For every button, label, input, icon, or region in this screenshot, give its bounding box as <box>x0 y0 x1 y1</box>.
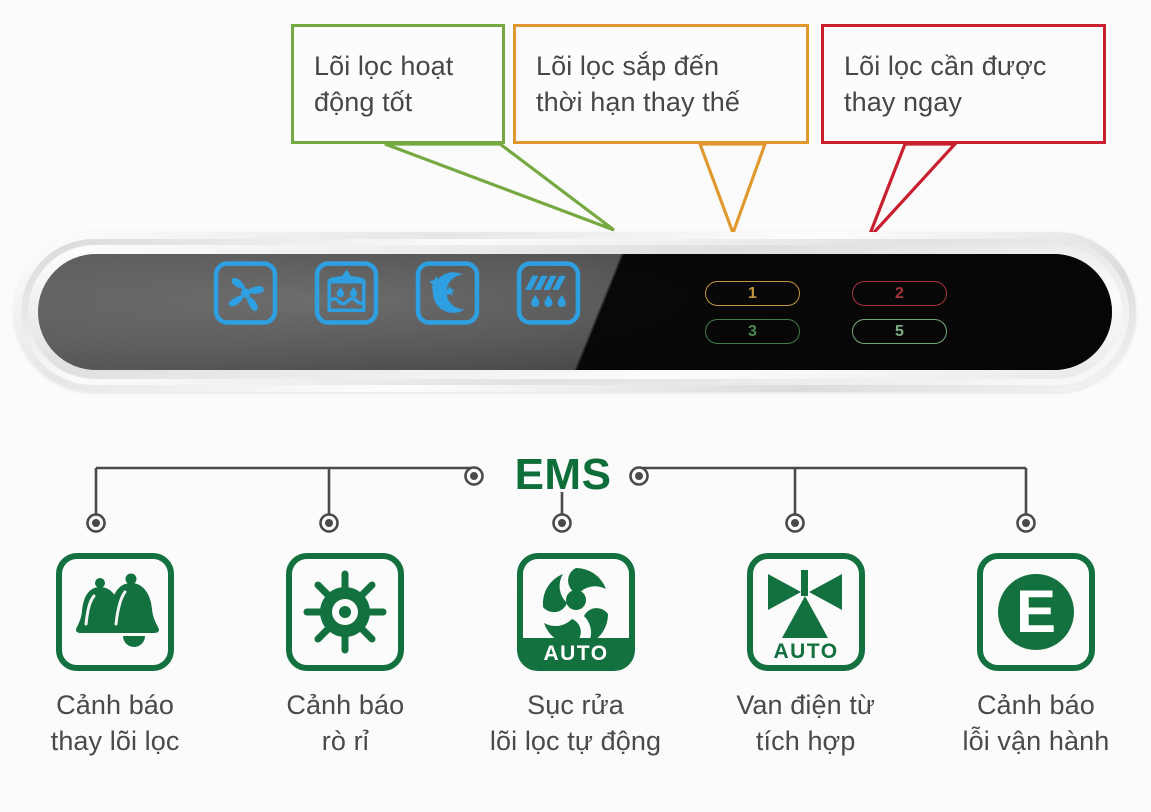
feature-label: Van điện từ tích hợp <box>736 690 876 756</box>
error-letter: E <box>1016 578 1056 645</box>
ems-title: EMS <box>514 450 612 499</box>
control-panel: 1 2 3 5 <box>14 232 1136 392</box>
feature-solenoid-valve[interactable]: AUTO Van điện từ tích hợp <box>691 552 921 760</box>
filter-indicator-row-top: 1 2 <box>705 281 947 306</box>
auto-label: AUTO <box>543 642 608 665</box>
night-mode-icon[interactable] <box>415 260 480 326</box>
feature-row: Cảnh báo thay lõi lọc <box>0 552 1151 760</box>
feature-label: Cảnh báo rò rỉ <box>286 690 405 756</box>
callout-red-text: Lõi lọc cần được thay ngay <box>844 50 1047 117</box>
filter-indicator-2[interactable]: 2 <box>852 281 947 306</box>
solenoid-valve-icon: AUTO <box>746 553 865 671</box>
callout-filter-good: Lõi lọc hoạt động tốt <box>291 24 505 144</box>
two-bells-icon <box>56 553 175 671</box>
callout-filter-due-soon: Lõi lọc sắp đến thời hạn thay thế <box>513 24 809 144</box>
feature-label: Cảnh báo lỗi vận hành <box>962 690 1110 756</box>
auto-flush-icon: AUTO <box>516 553 635 671</box>
leak-valve-icon <box>286 553 405 671</box>
feature-leak-alert[interactable]: Cảnh báo rò rỉ <box>230 552 460 760</box>
error-e-icon: E <box>976 553 1095 671</box>
callout-filter-replace-now: Lõi lọc cần được thay ngay <box>821 24 1106 144</box>
feature-filter-change-alert[interactable]: Cảnh báo thay lõi lọc <box>0 552 230 760</box>
panel-display: 1 2 3 5 <box>38 254 1112 370</box>
fan-icon[interactable] <box>213 260 278 326</box>
callout-green-text: Lõi lọc hoạt động tốt <box>314 50 454 117</box>
auto-label: AUTO <box>773 640 838 663</box>
filter-indicator-row-bottom: 3 5 <box>705 319 947 344</box>
water-tank-icon[interactable] <box>314 260 379 326</box>
filter-indicator-5[interactable]: 5 <box>852 319 947 344</box>
mode-icon-row <box>213 260 581 326</box>
feature-auto-flush[interactable]: AUTO Sục rửa lõi lọc tự động <box>460 552 690 760</box>
rain-wash-icon[interactable] <box>516 260 581 326</box>
callout-orange-text: Lõi lọc sắp đến thời hạn thay thế <box>536 50 741 117</box>
feature-label: Sục rửa lõi lọc tự động <box>489 690 662 756</box>
filter-indicator-3[interactable]: 3 <box>705 319 800 344</box>
filter-indicator-1[interactable]: 1 <box>705 281 800 306</box>
feature-label: Cảnh báo thay lõi lọc <box>50 690 180 756</box>
feature-operation-error-alert[interactable]: E Cảnh báo lỗi vận hành <box>921 552 1151 760</box>
filter-indicator-group: 1 2 3 5 <box>705 281 947 357</box>
